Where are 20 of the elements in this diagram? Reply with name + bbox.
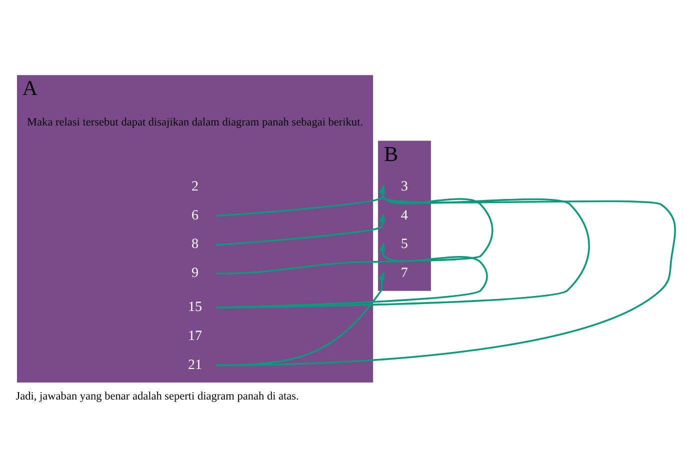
arrow xyxy=(216,184,386,217)
node-text: 21 xyxy=(188,356,202,373)
arrow xyxy=(216,184,590,308)
node-text: 2 xyxy=(192,178,199,194)
diagram-title: Maka relasi tersebut dapat disajikan dalam diagram panah sebagai berikut. xyxy=(27,116,364,128)
node-text: 9 xyxy=(192,265,199,282)
node-text: 5 xyxy=(400,236,408,252)
node-text: 3 xyxy=(400,178,408,194)
arrow xyxy=(216,184,676,366)
node-text: 8 xyxy=(192,236,199,252)
node-text: 6 xyxy=(192,207,199,224)
node-text: 17 xyxy=(188,328,202,344)
node-text: 4 xyxy=(400,207,408,224)
caption: Jadi, jawaban yang benar adalah seperti diagram panah di atas. xyxy=(16,390,299,403)
arrow xyxy=(216,271,384,366)
arrow xyxy=(216,242,488,308)
arrow xyxy=(216,213,386,246)
node-text: 15 xyxy=(188,298,202,315)
node-text: 7 xyxy=(400,265,408,282)
arrow xyxy=(216,184,494,274)
